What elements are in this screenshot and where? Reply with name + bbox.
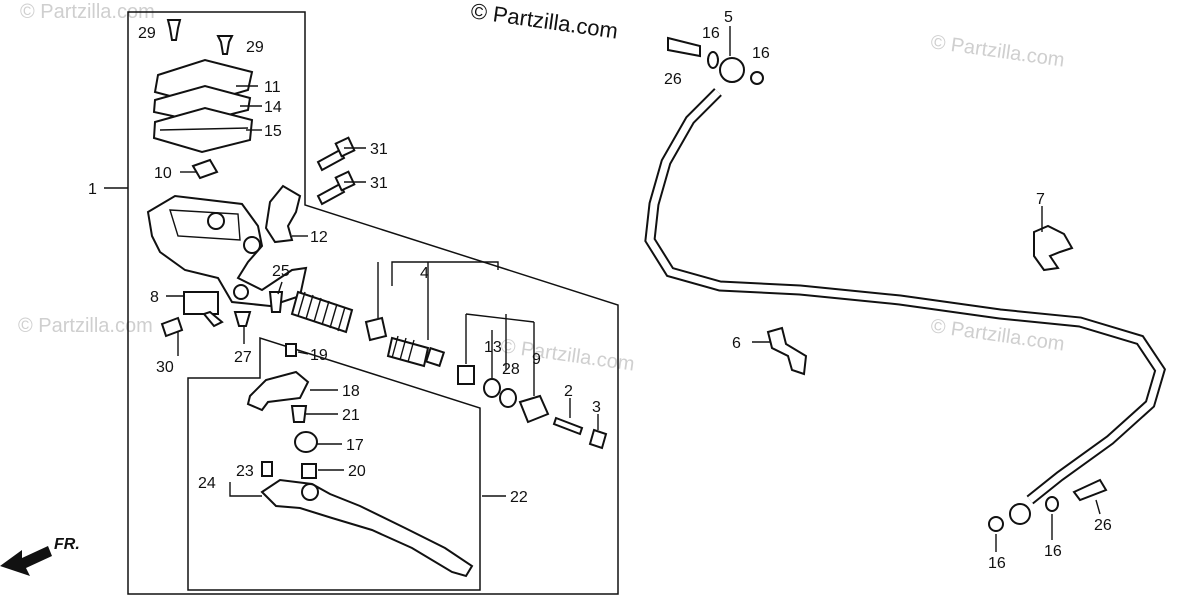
bolt-21: [290, 405, 308, 423]
screw-27: [233, 311, 252, 327]
washer-16-d: [1045, 496, 1059, 512]
callout-25: 25: [272, 263, 290, 280]
callout-16-d: 16: [1044, 543, 1062, 560]
callout-2: 2: [564, 383, 573, 400]
diaphragm: [152, 106, 254, 154]
callout-5: 5: [724, 9, 733, 26]
callout-16-b: 16: [752, 45, 770, 62]
assembly-outline: [127, 11, 619, 595]
switch-screw-30: [160, 316, 184, 338]
bolt-31b-head: [334, 170, 356, 192]
bolt-31b: [316, 182, 346, 206]
callout-18: 18: [342, 383, 360, 400]
piston-spring: [290, 290, 354, 334]
reservoir-port: [207, 212, 225, 230]
spring-23: [261, 461, 273, 477]
hose-clamp-6: [766, 326, 808, 376]
callout-9: 9: [532, 351, 541, 368]
callout-21: 21: [342, 407, 360, 424]
piston: [386, 335, 446, 368]
spacer-20: [301, 463, 317, 479]
callout-3: 3: [592, 399, 601, 416]
callout-14: 14: [264, 99, 282, 116]
callout-31-a: 31: [370, 141, 388, 158]
callout-19: 19: [310, 347, 328, 364]
callout-16-a: 16: [702, 25, 720, 42]
callout-28: 28: [502, 361, 520, 378]
callout-6: 6: [732, 335, 741, 352]
watermark-top-left: © Partzilla.com: [20, 1, 155, 23]
lever-holder-18: [246, 370, 310, 412]
piston-cup: [364, 316, 388, 342]
clutch-lever: [260, 478, 474, 578]
adjuster-17: [294, 431, 318, 453]
banjo-bolt-26-top: [667, 36, 701, 58]
callout-29-a: 29: [138, 25, 156, 42]
hose-fitting-bottom: [1009, 503, 1031, 525]
callout-1: 1: [88, 181, 97, 198]
hose-guide-7: [1033, 224, 1074, 272]
watermark-main: © Partzilla.com: [469, 0, 619, 44]
clutch-switch: [183, 291, 219, 315]
callout-11: 11: [264, 79, 281, 96]
master-cylinder-body: [146, 194, 308, 308]
boot-9: [518, 394, 550, 424]
holder-clamp: [264, 184, 302, 244]
callout-24: 24: [198, 475, 216, 492]
callout-26-bottom: 26: [1094, 517, 1112, 534]
callout-16-c: 16: [988, 555, 1006, 572]
callout-4: 4: [420, 265, 429, 282]
banjo-bolt-26-bottom: [1072, 478, 1108, 502]
callout-13: 13: [484, 339, 502, 356]
washer-28: [483, 378, 501, 398]
nut-3: [588, 428, 608, 450]
watermark-mid-left: © Partzilla.com: [18, 315, 153, 337]
callout-15: 15: [264, 123, 282, 140]
float-plate: [191, 158, 219, 180]
leader-lines: [104, 26, 1101, 552]
callout-23: 23: [236, 463, 254, 480]
front-direction-arrow-icon: [0, 546, 52, 576]
push-rod-2: [552, 416, 584, 436]
washer-16-c: [988, 516, 1004, 532]
clutch-hose-inner: [646, 89, 1164, 503]
callout-27: 27: [234, 349, 252, 366]
callout-8: 8: [150, 289, 159, 306]
lever-subassembly-outline: [187, 336, 481, 591]
washer-13: [457, 365, 475, 385]
callout-22: 22: [510, 489, 528, 506]
callout-26-top: 26: [664, 71, 682, 88]
pivot-boss: [243, 236, 261, 254]
hose-fitting-top: [719, 57, 745, 83]
callout-17: 17: [346, 437, 364, 454]
lever-pivot-hole: [301, 483, 319, 501]
screw-25: [268, 291, 284, 313]
washer-16-b: [750, 71, 764, 85]
watermark-top-right: © Partzilla.com: [929, 31, 1066, 72]
clutch-hose-outer: [644, 88, 1167, 505]
switch-plunger: [202, 310, 224, 328]
washer-16-a: [707, 51, 719, 69]
bolt-31a: [316, 148, 346, 172]
callout-20: 20: [348, 463, 366, 480]
callout-31-b: 31: [370, 175, 388, 192]
callout-10: 10: [154, 165, 172, 182]
bolt-31a-head: [334, 136, 356, 158]
callout-29-b: 29: [246, 39, 264, 56]
circlip: [499, 388, 517, 408]
callout-7: 7: [1036, 191, 1045, 208]
bolt-19: [285, 343, 297, 357]
screw-29b: [216, 35, 234, 55]
screw-29a: [166, 19, 182, 41]
mount-hole: [233, 284, 249, 300]
callout-12: 12: [310, 229, 328, 246]
callout-30: 30: [156, 359, 174, 376]
front-direction-label: FR.: [54, 536, 80, 553]
diaphragm-rib: [159, 127, 249, 131]
